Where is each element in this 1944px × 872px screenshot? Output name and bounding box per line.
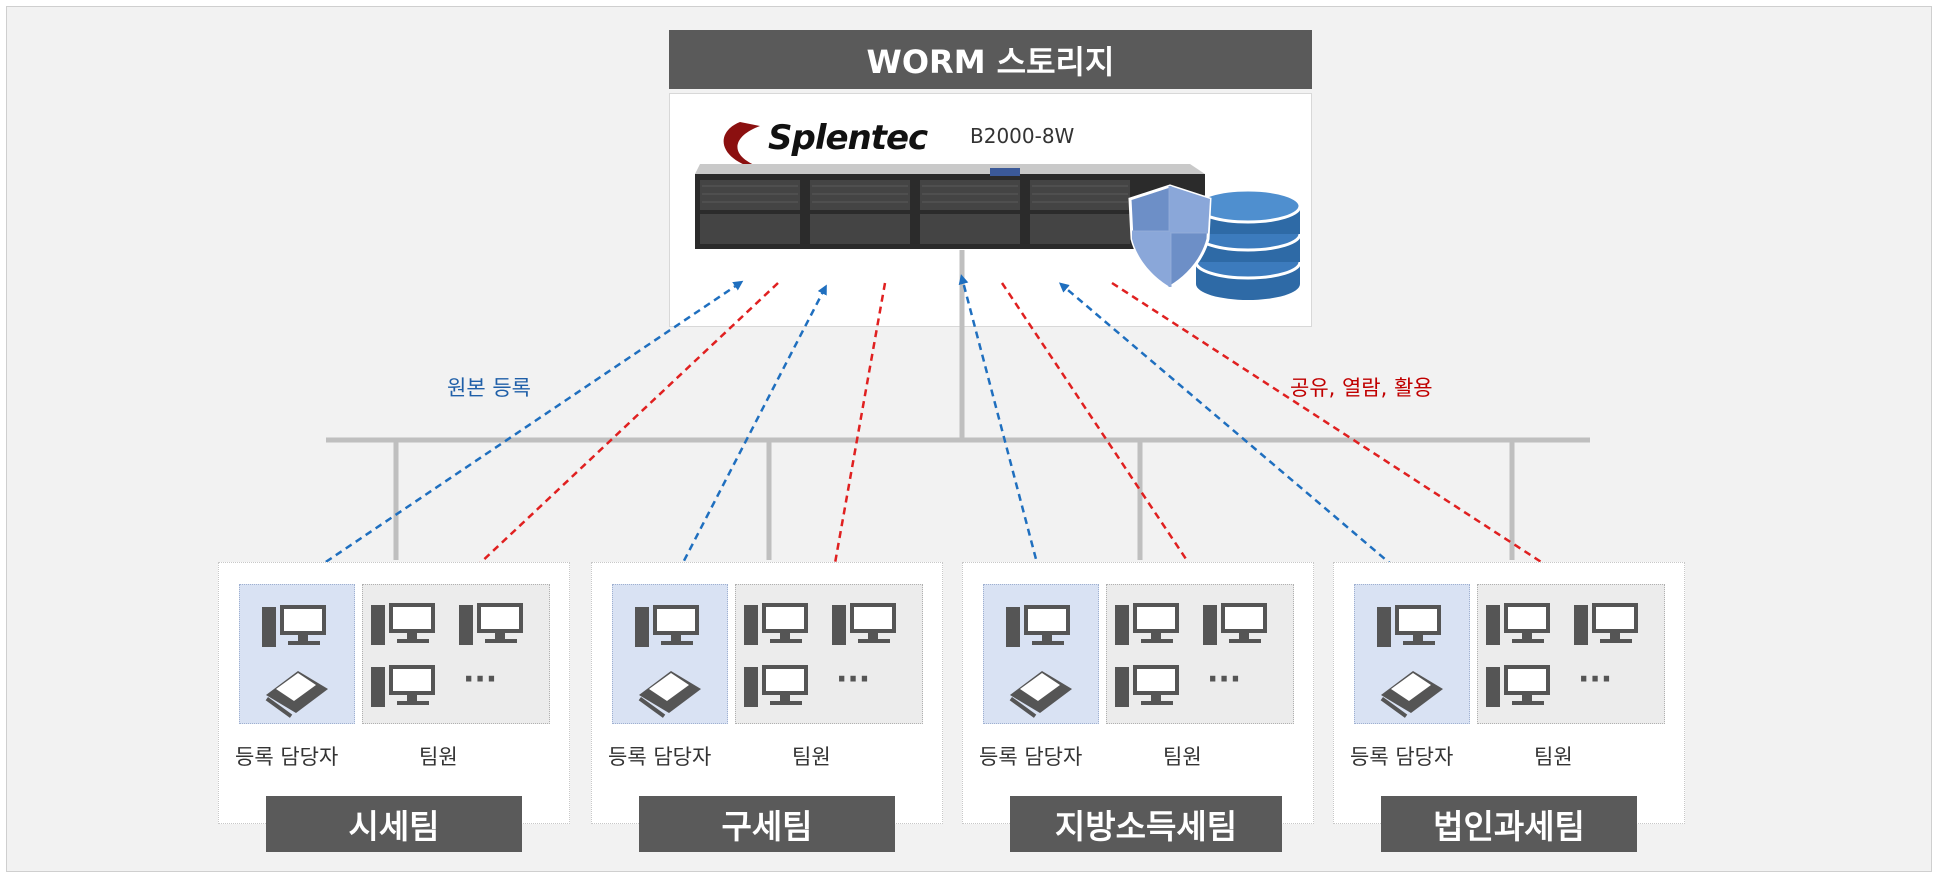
registrar-zone (1354, 584, 1470, 724)
registrar-zone (983, 584, 1099, 724)
more-indicator: ··· (1578, 662, 1612, 697)
pc-icon (371, 603, 435, 645)
members-label: 팀원 (792, 745, 831, 769)
pc-icon (371, 665, 435, 707)
pc-icon (1486, 603, 1550, 645)
share-arrow (1000, 282, 1203, 584)
network-bus (326, 250, 1590, 560)
team-name: 지방소득세팀 (1010, 796, 1282, 852)
pc-icon (1203, 603, 1267, 645)
members-zone: ··· (1106, 584, 1294, 724)
members-label: 팀원 (419, 745, 458, 769)
upload-arrow (295, 280, 744, 584)
team-name: 법인과세팀 (1381, 796, 1637, 852)
pc-icon (262, 605, 326, 647)
upload-label: 원본 등록 (447, 376, 531, 400)
pc-icon (635, 605, 699, 647)
share-arrow (1111, 281, 1576, 585)
members-label: 팀원 (1163, 745, 1202, 769)
server-icon (695, 164, 1205, 249)
pc-icon (1574, 603, 1638, 645)
pc-icon (1115, 665, 1179, 707)
brand-logo-swoosh (723, 122, 780, 172)
members-label: 팀원 (1534, 745, 1573, 769)
registrar-label: 등록 담당자 (608, 745, 712, 769)
pc-icon (744, 603, 808, 645)
pc-icon (1006, 605, 1070, 647)
share-arrow (457, 282, 779, 585)
registrar-label: 등록 담당자 (979, 745, 1083, 769)
registrar-label: 등록 담당자 (1350, 745, 1454, 769)
team-box: ··· 등록 담당자 팀원 (591, 562, 943, 824)
brand-name: Splentec (768, 118, 928, 158)
scanner-icon (1009, 671, 1072, 718)
share-arrow (828, 282, 887, 584)
team-box: ··· 등록 담당자 팀원 (1333, 562, 1685, 824)
team-name: 구세팀 (639, 796, 895, 852)
team-box: ··· 등록 담당자 팀원 (962, 562, 1314, 824)
registrar-zone (239, 584, 355, 724)
upload-arrow (1058, 282, 1413, 583)
members-zone: ··· (1477, 584, 1665, 724)
more-indicator: ··· (836, 662, 870, 697)
team-name: 시세팀 (266, 796, 522, 852)
scanner-icon (1380, 671, 1443, 718)
scanner-icon (265, 671, 328, 718)
members-zone: ··· (362, 584, 550, 724)
pc-icon (1486, 665, 1550, 707)
scanner-icon (638, 671, 701, 718)
registrar-label: 등록 담당자 (235, 745, 339, 769)
storage-title: WORM 스토리지 (669, 30, 1312, 89)
registrar-zone (612, 584, 728, 724)
more-indicator: ··· (1207, 662, 1241, 697)
database-icon (1194, 188, 1302, 300)
upload-arrow (958, 274, 1044, 583)
pc-icon (832, 603, 896, 645)
pc-icon (744, 665, 808, 707)
share-label: 공유, 열람, 활용 (1290, 376, 1433, 400)
upload-arrow (671, 284, 827, 583)
pc-icon (1115, 603, 1179, 645)
storage-illustration (695, 122, 1302, 300)
shield-icon (1128, 184, 1212, 289)
team-box: ··· 등록 담당자 팀원 (218, 562, 570, 824)
members-zone: ··· (735, 584, 923, 724)
storage-panel: Splentec B2000-8W (669, 93, 1312, 327)
model-name: B2000-8W (970, 124, 1075, 148)
pc-icon (1377, 605, 1441, 647)
pc-icon (459, 603, 523, 645)
more-indicator: ··· (463, 662, 497, 697)
